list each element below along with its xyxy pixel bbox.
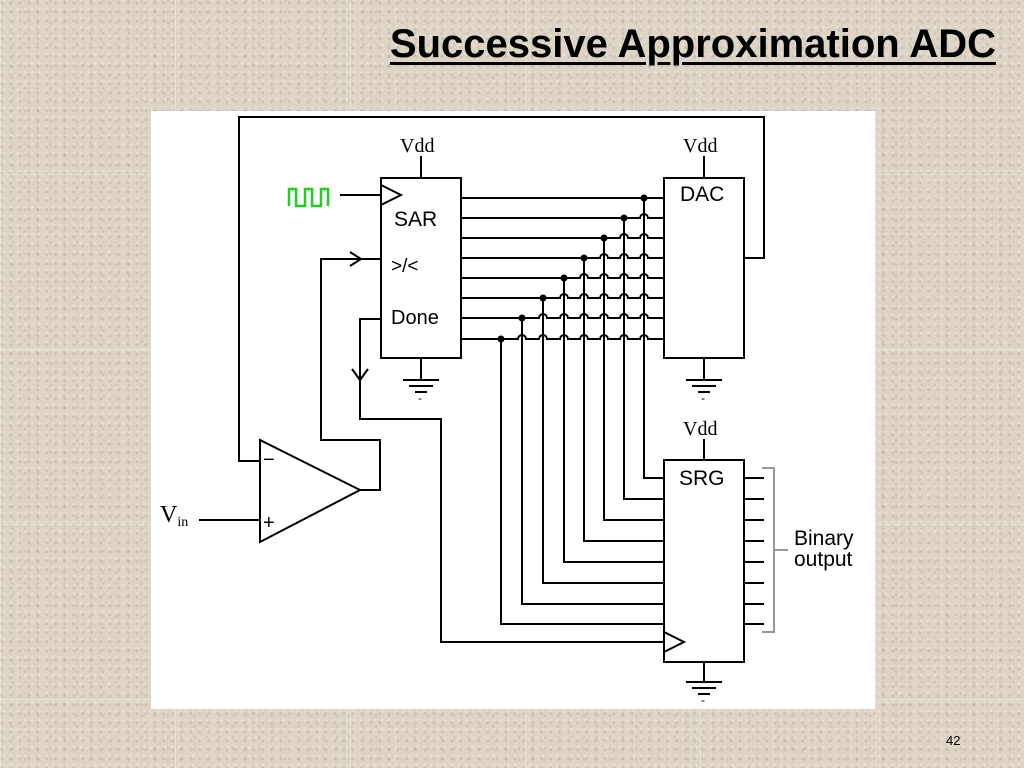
- junction-dots: [497, 194, 648, 343]
- slide-title: Successive Approximation ADC: [389, 22, 996, 66]
- binary-output-bracket: [762, 467, 788, 633]
- circuit-svg: SAR >/< Done DAC SRG Vdd Vdd Vdd -: [160, 116, 854, 707]
- done-arrowhead: [351, 368, 369, 382]
- slide-page-number: 42: [946, 733, 961, 748]
- srg-ground-symbol: -: [686, 662, 722, 707]
- junction-dot: [580, 254, 588, 262]
- done-signal-line: [359, 318, 664, 643]
- srg-input-line: [643, 198, 664, 479]
- data-bus-line: [461, 253, 664, 259]
- data-bus-line: [461, 273, 664, 279]
- svg-text:-: -: [701, 391, 705, 405]
- junction-dot: [620, 214, 628, 222]
- data-bus-line: [461, 313, 664, 319]
- sar-compare-pin-label: >/<: [391, 256, 418, 277]
- sar-label: SAR: [394, 208, 437, 231]
- svg-text:-: -: [701, 693, 705, 707]
- dac-vdd-label: Vdd: [683, 135, 717, 157]
- junction-dot: [560, 274, 568, 282]
- junction-dot: [518, 314, 526, 322]
- srg-input-line: [521, 318, 664, 605]
- junction-dot: [640, 194, 648, 202]
- sar-clock-input-triangle: [380, 184, 404, 206]
- sar-ground-symbol: -: [403, 358, 439, 405]
- sar-block: [380, 177, 462, 359]
- srg-clock-input-triangle: [663, 631, 687, 653]
- comparator-plus-label: +: [263, 512, 275, 534]
- dac-label: DAC: [680, 183, 724, 206]
- junction-dot: [600, 234, 608, 242]
- dac-ground-symbol: -: [686, 358, 722, 405]
- srg-vdd-label: Vdd: [683, 418, 717, 440]
- srg-input-line: [563, 278, 664, 563]
- binary-output-label-line2: output: [794, 548, 853, 571]
- compare-arrowhead: [349, 251, 363, 267]
- comparator-op-amp: [259, 438, 363, 544]
- sar-vdd-label: Vdd: [400, 135, 434, 157]
- svg-text:-: -: [418, 391, 422, 405]
- sar-done-pin-label: Done: [391, 307, 439, 329]
- data-bus-line: [461, 293, 664, 299]
- comparator-minus-label: −: [263, 449, 275, 471]
- dac-feedback-line: [238, 116, 765, 462]
- srg-input-line: [542, 298, 664, 584]
- junction-dot: [539, 294, 547, 302]
- srg-input-line: [603, 238, 664, 521]
- signal-wires: [238, 116, 765, 643]
- dac-block: [663, 177, 745, 359]
- binary-output-label-line1: Binary: [794, 527, 854, 550]
- adc-circuit-diagram: SAR >/< Done DAC SRG Vdd Vdd Vdd -: [151, 111, 875, 709]
- srg-input-line: [623, 218, 664, 500]
- vin-label: Vin: [160, 502, 188, 530]
- srg-input-line: [500, 339, 664, 625]
- clock-signal-icon: [287, 187, 330, 208]
- comparator-output-line: [320, 258, 381, 491]
- srg-input-line: [583, 258, 664, 542]
- srg-label: SRG: [679, 467, 725, 490]
- data-bus-line: [461, 233, 664, 239]
- junction-dot: [497, 335, 505, 343]
- data-bus-line: [461, 334, 664, 340]
- srg-block: [663, 459, 745, 663]
- data-bus-line: [461, 213, 664, 219]
